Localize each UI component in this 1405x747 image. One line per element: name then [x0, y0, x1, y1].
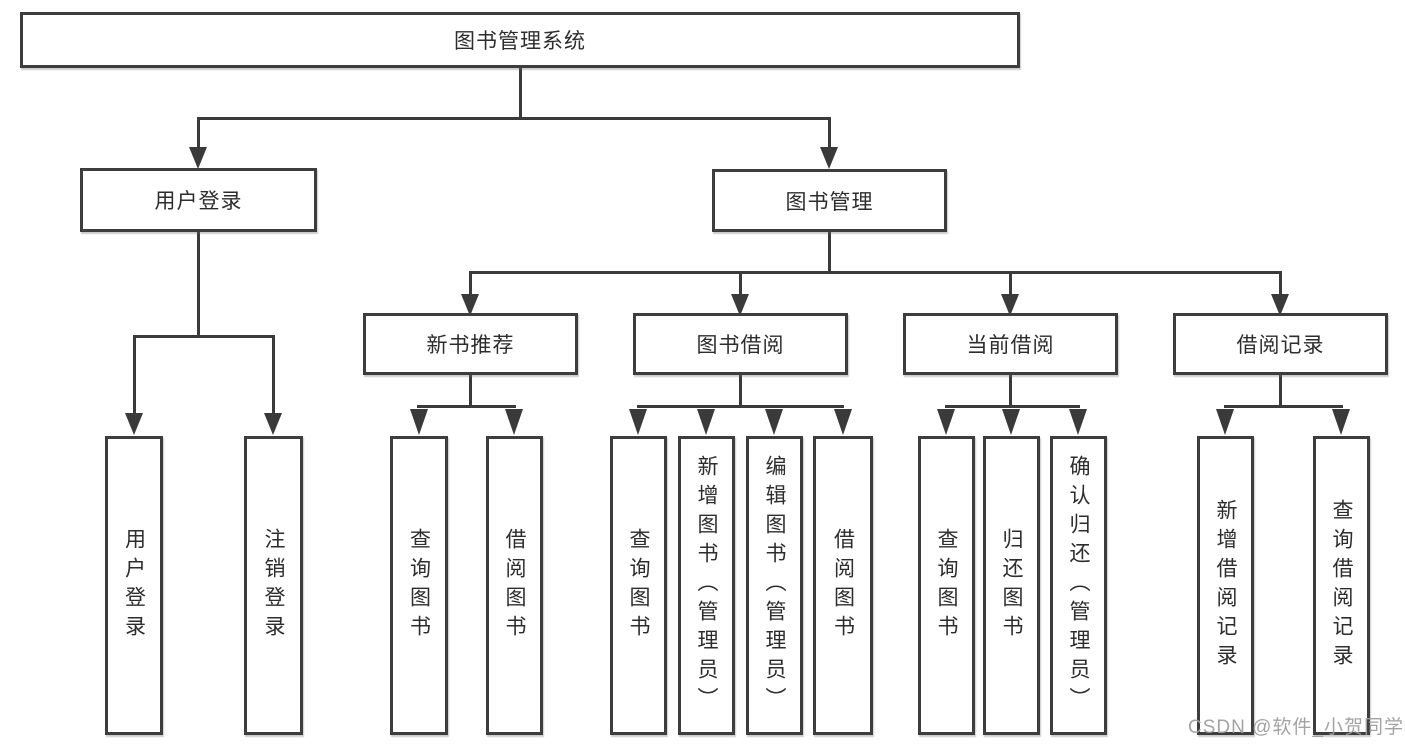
arrowhead-down-icon [125, 413, 143, 435]
leaf-bb-borrow-books-label: 借阅图书 [831, 527, 855, 644]
leaf-nb-search-books: 查询图书 [390, 436, 448, 735]
arrowhead-down-icon [264, 413, 282, 435]
leaf-br-search-record-label: 查询借阅记录 [1330, 498, 1353, 673]
arrowhead-down-icon [820, 147, 838, 169]
connector-vline [272, 335, 275, 417]
connector-vline [1279, 271, 1282, 297]
node-borrowing-records-label: 借阅记录 [1236, 334, 1325, 357]
node-user-login-branch: 用户登录 [80, 168, 317, 232]
leaf-cb-return-books-label: 归还图书 [1000, 527, 1023, 644]
leaf-cb-confirm-return: 确认归还（管理员） [1050, 436, 1107, 735]
leaf-cb-return-books: 归还图书 [983, 436, 1040, 735]
connector-hline [197, 117, 831, 120]
connector-vline [469, 375, 472, 408]
arrowhead-down-icon [1069, 409, 1087, 435]
leaf-bb-search-books-label: 查询图书 [627, 527, 650, 644]
node-root-label: 图书管理系统 [454, 30, 586, 53]
connector-hline [637, 405, 844, 408]
leaf-nb-borrow-books: 借阅图书 [486, 436, 543, 735]
connector-hline [133, 335, 275, 338]
arrowhead-down-icon [697, 409, 715, 435]
arrowhead-down-icon [629, 409, 647, 435]
node-book-management-branch-label: 图书管理 [785, 190, 874, 214]
node-user-login-branch-label: 用户登录 [154, 190, 243, 213]
connector-vline [197, 232, 200, 338]
arrowhead-down-icon [765, 409, 783, 435]
connector-vline [519, 68, 522, 120]
leaf-bb-edit-books: 编辑图书（管理员） [746, 436, 803, 735]
leaf-nb-search-books-label: 查询图书 [407, 527, 431, 644]
connector-hline [417, 405, 516, 408]
connector-vline [1009, 375, 1012, 408]
node-borrowing-records-module: 借阅记录 [1173, 313, 1388, 375]
node-book-management-branch: 图书管理 [712, 169, 947, 232]
leaf-cb-confirm-return-label: 确认归还（管理员） [1067, 455, 1090, 716]
arrowhead-down-icon [1216, 409, 1234, 435]
leaf-br-search-record: 查询借阅记录 [1313, 436, 1370, 735]
node-root-system: 图书管理系统 [20, 12, 1020, 68]
connector-vline [828, 117, 831, 150]
node-current-borrowing-module: 当前借阅 [903, 313, 1118, 375]
connector-vline [828, 232, 831, 274]
leaf-logout-label: 注销登录 [262, 527, 285, 644]
arrowhead-down-icon [1332, 409, 1350, 435]
leaf-cb-search-books: 查询图书 [918, 436, 975, 735]
arrowhead-down-icon [461, 294, 479, 316]
leaf-bb-add-books: 新增图书（管理员） [678, 436, 735, 735]
node-new-books-label: 新书推荐 [426, 334, 515, 357]
connector-hline [945, 405, 1080, 408]
node-book-borrowing-label: 图书借阅 [696, 334, 785, 357]
leaf-bb-add-books-label: 新增图书（管理员） [695, 455, 718, 716]
leaf-bb-borrow-books: 借阅图书 [813, 436, 873, 735]
connector-vline [133, 335, 136, 417]
connector-vline [197, 117, 200, 150]
leaf-logout: 注销登录 [244, 436, 303, 735]
leaf-br-add-record-label: 新增借阅记录 [1214, 498, 1237, 673]
arrowhead-down-icon [834, 409, 852, 435]
leaf-nb-borrow-books-label: 借阅图书 [503, 527, 526, 644]
arrowhead-down-icon [937, 409, 955, 435]
node-book-borrowing-module: 图书借阅 [633, 313, 848, 375]
arrowhead-down-icon [1271, 294, 1289, 316]
leaf-br-add-record: 新增借阅记录 [1197, 436, 1254, 735]
leaf-cb-search-books-label: 查询图书 [935, 527, 958, 644]
arrowhead-down-icon [505, 409, 523, 435]
watermark: CSDN @软件_小贺同学 [1188, 717, 1404, 738]
arrowhead-down-icon [410, 409, 428, 435]
arrowhead-down-icon [1002, 409, 1020, 435]
arrowhead-down-icon [189, 147, 207, 169]
node-current-borrowing-label: 当前借阅 [966, 334, 1055, 357]
connector-vline [739, 271, 742, 297]
connector-vline [469, 271, 472, 297]
leaf-bb-edit-books-label: 编辑图书（管理员） [763, 455, 786, 716]
arrowhead-down-icon [1001, 294, 1019, 316]
connector-vline [1279, 375, 1282, 408]
connector-vline [1009, 271, 1012, 297]
node-new-books-module: 新书推荐 [363, 313, 578, 375]
leaf-user-login: 用户登录 [105, 436, 163, 735]
leaf-user-login-label: 用户登录 [122, 527, 146, 644]
connector-hline [1224, 405, 1343, 408]
arrowhead-down-icon [731, 294, 749, 316]
leaf-bb-search-books: 查询图书 [610, 436, 667, 735]
connector-hline [469, 271, 1282, 274]
connector-vline [739, 375, 742, 408]
